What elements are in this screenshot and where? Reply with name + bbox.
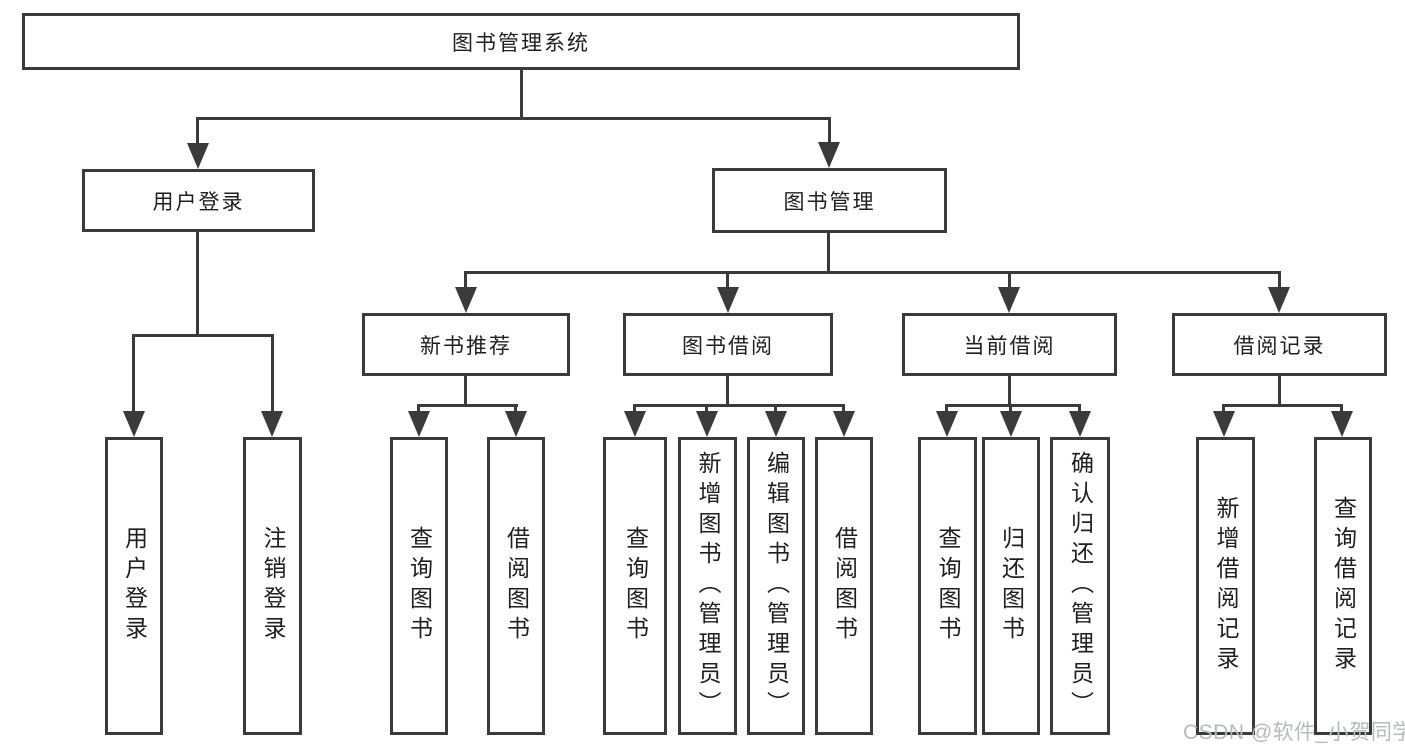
connector-new-book-rail xyxy=(418,404,518,407)
connector-borrow-records-rail xyxy=(1223,404,1343,407)
connector-to-query-books-borrowing xyxy=(633,404,636,414)
node-user-login: 用户登录 xyxy=(82,169,315,232)
connector-book-borrowing-rail xyxy=(634,404,845,407)
arrowhead-confirm-return-admin xyxy=(1069,411,1091,437)
leaf-user-login: 用户登录 xyxy=(105,437,163,735)
arrowhead-query-books-borrowing xyxy=(624,411,646,437)
arrowhead-borrow-records xyxy=(1268,287,1290,313)
leaf-edit-books-admin: 编辑图书（管理员） xyxy=(747,437,805,735)
leaf-query-books-current: 查询图书 xyxy=(918,437,977,735)
connector-to-borrow-books-recommend xyxy=(514,404,517,414)
connector-to-query-books-recommend xyxy=(417,404,420,414)
connector-to-return-books xyxy=(1009,404,1012,414)
connector-root-rail xyxy=(196,117,830,120)
connector-to-new-book-line xyxy=(464,271,467,289)
node-borrow-records: 借阅记录 xyxy=(1172,313,1387,376)
connector-to-query-borrow-record xyxy=(1340,404,1343,414)
arrowhead-leaf-logout xyxy=(261,411,283,437)
arrowhead-leaf-user-login xyxy=(123,411,145,437)
node-book-borrowing: 图书借阅 xyxy=(623,313,833,376)
connector-user-login-rail xyxy=(133,334,274,337)
connector-to-add-borrow-record xyxy=(1222,404,1225,414)
connector-to-query-books-current xyxy=(945,404,948,414)
node-book-management: 图书管理 xyxy=(712,168,947,233)
connector-to-add-books-admin xyxy=(705,404,708,414)
leaf-query-books-recommend: 查询图书 xyxy=(390,437,448,735)
arrowhead-return-books xyxy=(1000,411,1022,437)
arrowhead-edit-books-admin xyxy=(765,411,787,437)
leaf-return-books: 归还图书 xyxy=(982,437,1040,735)
arrowhead-new-book-recommend xyxy=(455,287,477,313)
arrowhead-query-books-recommend xyxy=(408,411,430,437)
node-current-borrowing: 当前借阅 xyxy=(902,313,1117,376)
arrowhead-borrow-books xyxy=(833,411,855,437)
arrowhead-book-borrowing xyxy=(717,287,739,313)
arrowhead-add-borrow-record xyxy=(1213,411,1235,437)
leaf-borrow-books: 借阅图书 xyxy=(815,437,873,735)
connector-to-borrow-records-line xyxy=(1278,271,1281,289)
arrowhead-add-books-admin xyxy=(696,411,718,437)
connector-to-edit-books-admin xyxy=(774,404,777,414)
connector-borrow-records-stem xyxy=(1278,376,1281,406)
connector-to-book-management-line xyxy=(828,117,831,146)
connector-user-login-stem xyxy=(196,232,199,336)
node-new-book-recommend: 新书推荐 xyxy=(362,313,570,376)
leaf-query-books-borrowing: 查询图书 xyxy=(603,437,667,735)
leaf-query-borrow-record: 查询借阅记录 xyxy=(1314,437,1372,735)
leaf-add-books-admin: 新增图书（管理员） xyxy=(678,437,737,735)
leaf-borrow-books-recommend: 借阅图书 xyxy=(487,437,545,735)
leaf-logout: 注销登录 xyxy=(243,437,302,735)
connector-to-user-login-line xyxy=(196,117,199,147)
connector-root-stem xyxy=(520,70,523,117)
connector-book-borrowing-stem xyxy=(726,376,729,406)
arrowhead-query-borrow-record xyxy=(1331,411,1353,437)
connector-to-current-borrowing-line xyxy=(1008,271,1011,289)
connector-current-borrowing-stem xyxy=(1008,376,1011,406)
arrowhead-borrow-books-recommend xyxy=(505,411,527,437)
connector-current-borrowing-rail xyxy=(946,404,1081,407)
arrowhead-user-login xyxy=(187,143,209,169)
connector-to-borrow-books xyxy=(842,404,845,414)
connector-book-management-rail xyxy=(465,271,1280,274)
watermark: CSDN @软件_小贺同学 xyxy=(1183,721,1405,744)
connector-to-book-borrowing-line xyxy=(726,271,729,289)
leaf-add-borrow-record: 新增借阅记录 xyxy=(1196,437,1255,735)
arrowhead-current-borrowing xyxy=(998,287,1020,313)
connector-to-leaf-user-login-line xyxy=(132,334,135,413)
leaf-confirm-return-admin: 确认归还（管理员） xyxy=(1050,437,1110,735)
arrowhead-query-books-current xyxy=(936,411,958,437)
connector-to-leaf-logout-line xyxy=(271,334,274,413)
connector-new-book-stem xyxy=(464,376,467,406)
connector-to-confirm-return-admin xyxy=(1078,404,1081,414)
node-root: 图书管理系统 xyxy=(22,13,1020,70)
arrowhead-book-management xyxy=(818,142,840,168)
connector-book-management-stem xyxy=(827,233,830,273)
